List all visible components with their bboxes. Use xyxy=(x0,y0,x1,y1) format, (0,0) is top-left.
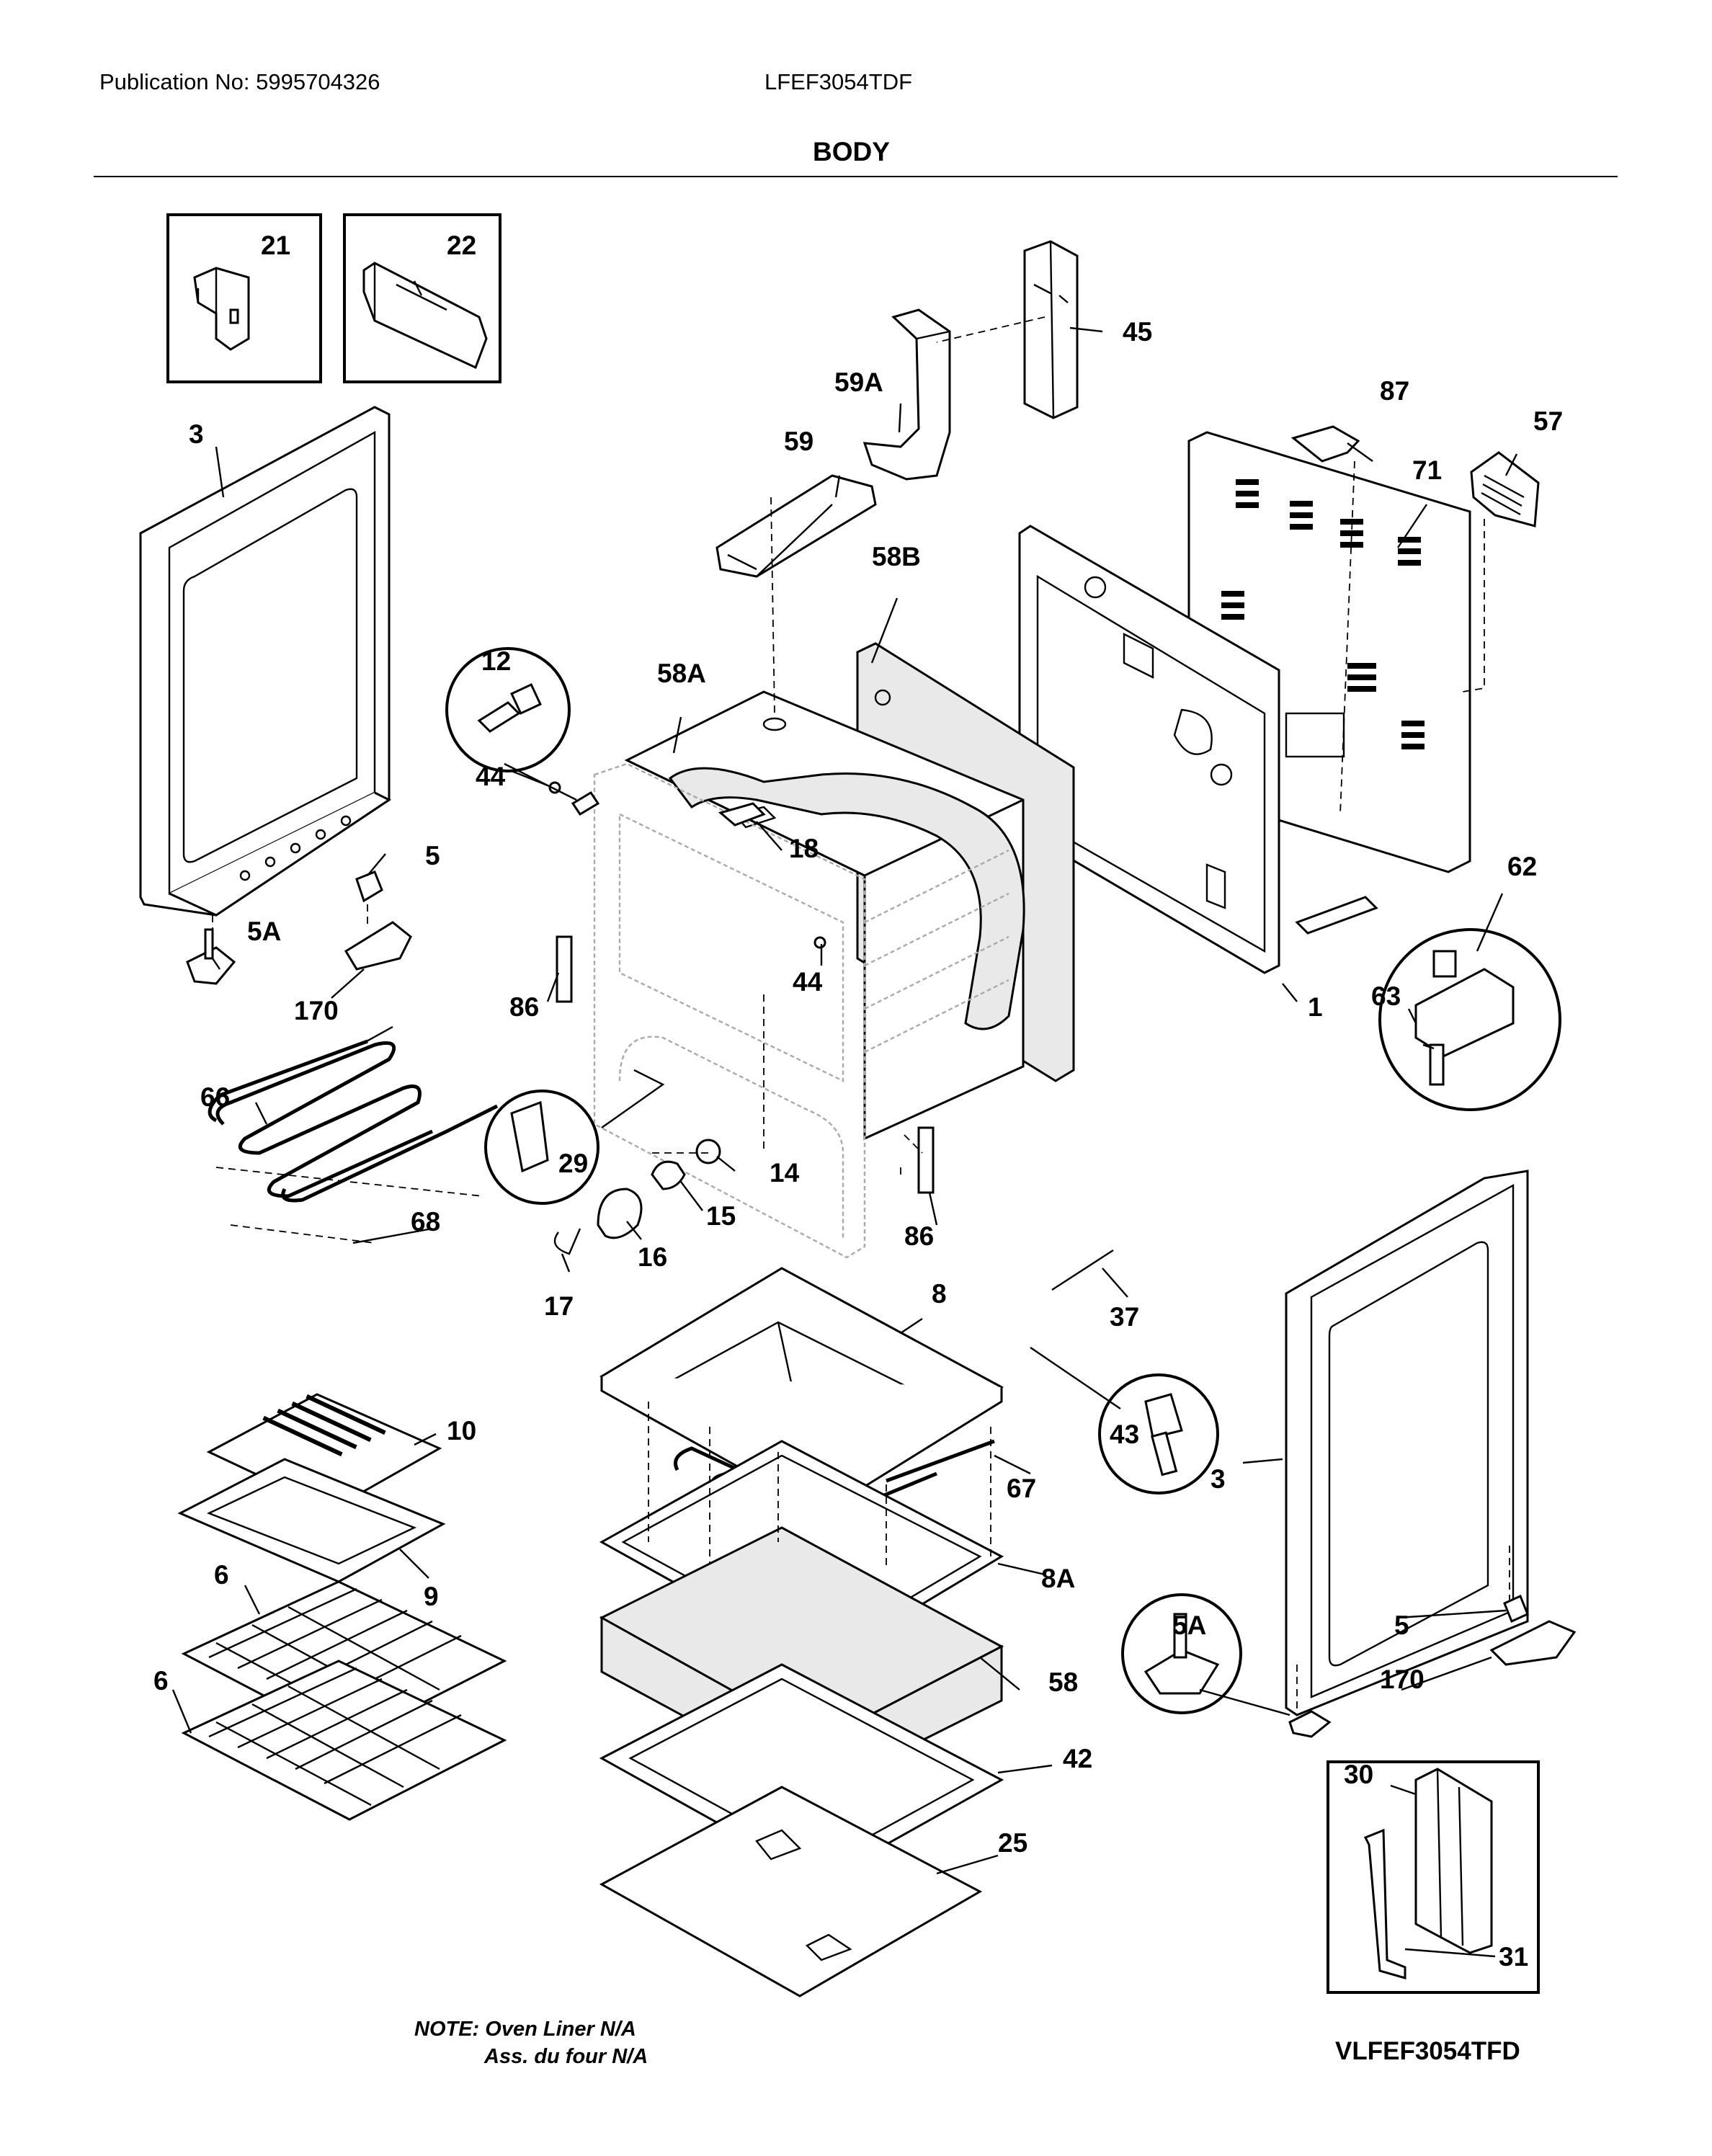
part-45-vent-duct[interactable] xyxy=(1023,240,1079,419)
label-63: 63 xyxy=(1371,981,1401,1011)
label-59A: 59A xyxy=(834,368,883,397)
label-15: 15 xyxy=(706,1201,736,1231)
label-3-left: 3 xyxy=(189,419,204,449)
label-59: 59 xyxy=(784,427,813,456)
part-37-wire[interactable] xyxy=(1051,1249,1114,1291)
part-62-terminal-block[interactable] xyxy=(1295,896,1378,935)
label-43: 43 xyxy=(1110,1420,1139,1449)
label-25: 25 xyxy=(998,1828,1027,1858)
part-9-broil-pan[interactable] xyxy=(177,1458,446,1583)
part-30-door-hinge-cover[interactable] xyxy=(1414,1768,1493,1954)
part-44-screw-lower[interactable] xyxy=(813,936,826,949)
label-14: 14 xyxy=(770,1158,800,1188)
part-25-drawer-bottom[interactable] xyxy=(599,1786,983,1997)
part-43-screw-inset[interactable] xyxy=(1098,1373,1219,1494)
label-87: 87 xyxy=(1380,376,1409,406)
part-14-lamp-socket[interactable] xyxy=(695,1139,721,1164)
leader-lines xyxy=(171,316,1518,1958)
part-12-door-switch[interactable] xyxy=(571,790,600,816)
publication-number: Publication No: 5995704326 xyxy=(99,69,380,94)
label-3-right: 3 xyxy=(1211,1464,1226,1494)
label-62: 62 xyxy=(1507,852,1537,881)
label-21: 21 xyxy=(261,231,290,260)
label-30: 30 xyxy=(1344,1760,1373,1789)
label-17: 17 xyxy=(544,1291,574,1321)
part-63-clip[interactable] xyxy=(1429,1043,1445,1086)
part-3-left-side-panel[interactable] xyxy=(139,406,391,917)
part-62-terminal-block-inset[interactable] xyxy=(1378,928,1561,1111)
label-6-lower: 6 xyxy=(153,1666,169,1696)
label-86-left: 86 xyxy=(509,992,539,1022)
label-86-right: 86 xyxy=(904,1221,934,1251)
part-170-anti-tip-right[interactable] xyxy=(1489,1620,1577,1666)
part-labels: 21 22 45 59A 87 57 3 59 71 58B 58A 12 44… xyxy=(153,231,1563,1972)
part-8-oven-bottom[interactable] xyxy=(599,1267,1004,1515)
label-37: 37 xyxy=(1110,1302,1139,1332)
label-68: 68 xyxy=(411,1207,440,1237)
part-59-insulation-strip[interactable] xyxy=(715,474,877,578)
label-10: 10 xyxy=(447,1416,476,1446)
part-18-sensor-bracket[interactable] xyxy=(718,802,766,827)
oven-front-frame xyxy=(593,762,1009,1259)
label-170-left: 170 xyxy=(294,996,339,1025)
label-31: 31 xyxy=(1499,1942,1528,1972)
part-17-lamp-retainer[interactable] xyxy=(553,1228,581,1255)
part-5-leveling-leg-left[interactable] xyxy=(355,870,383,903)
label-29: 29 xyxy=(558,1149,588,1178)
inset-part-22[interactable] xyxy=(343,213,501,383)
label-66: 66 xyxy=(200,1082,230,1112)
label-12: 12 xyxy=(481,646,511,676)
label-16: 16 xyxy=(638,1242,667,1272)
note-oven-liner: NOTE: Oven Liner N/A xyxy=(414,2018,636,2041)
part-66-bake-element[interactable] xyxy=(208,1025,499,1203)
label-8A: 8A xyxy=(1041,1564,1075,1593)
note-oven-liner-french: Ass. du four N/A xyxy=(484,2045,648,2068)
part-5-leveling-leg-right[interactable] xyxy=(1503,1594,1529,1623)
part-57-cover-plate[interactable] xyxy=(1470,451,1540,527)
label-5-right: 5 xyxy=(1394,1611,1409,1640)
section-title: BODY xyxy=(813,137,890,166)
part-12-door-switch-inset[interactable] xyxy=(445,647,571,772)
label-57: 57 xyxy=(1533,406,1563,436)
label-5A-right: 5A xyxy=(1172,1611,1206,1640)
part-10-broil-pan-insert[interactable] xyxy=(206,1393,442,1511)
drawing-code: VLFEF3054TFD xyxy=(1335,2037,1520,2065)
label-44-upper: 44 xyxy=(476,762,506,791)
label-44-lower: 44 xyxy=(793,967,823,997)
label-58A: 58A xyxy=(657,659,706,688)
label-67: 67 xyxy=(1007,1474,1036,1503)
part-59A-insulation-channel[interactable] xyxy=(862,308,951,481)
part-31-door-hinge-bracket[interactable] xyxy=(1363,1828,1406,1979)
label-58B: 58B xyxy=(872,542,921,571)
part-6-oven-rack-lower[interactable] xyxy=(181,1660,507,1821)
label-8: 8 xyxy=(932,1279,947,1309)
label-45: 45 xyxy=(1123,317,1152,347)
inset-part-21[interactable] xyxy=(166,213,322,383)
part-5A-leg-bracket-right[interactable] xyxy=(1288,1710,1332,1738)
label-1: 1 xyxy=(1308,992,1323,1022)
part-170-anti-tip-left[interactable] xyxy=(344,921,412,971)
part-86-hinge-receptacle-left[interactable] xyxy=(556,935,573,1003)
part-5A-leg-bracket-left[interactable] xyxy=(186,928,236,985)
label-9: 9 xyxy=(424,1582,439,1611)
part-58A-oven-cavity[interactable] xyxy=(624,690,1025,1141)
part-68-element-support[interactable] xyxy=(215,1167,483,1244)
part-15-lamp-bulb[interactable] xyxy=(651,1160,686,1190)
part-5A-leg-bracket-right-inset[interactable] xyxy=(1121,1593,1242,1714)
label-5A-left: 5A xyxy=(247,917,281,946)
label-22: 22 xyxy=(447,231,476,260)
part-86-hinge-receptacle-right[interactable] xyxy=(917,1126,935,1194)
header-rule xyxy=(94,176,1618,177)
label-5-left: 5 xyxy=(425,841,440,870)
label-42: 42 xyxy=(1063,1744,1092,1773)
label-170-right: 170 xyxy=(1380,1665,1425,1694)
part-29-lamp-receptacle-inset[interactable] xyxy=(484,1090,599,1205)
label-71: 71 xyxy=(1412,455,1442,485)
label-58: 58 xyxy=(1048,1667,1078,1697)
model-number: LFEF3054TDF xyxy=(764,69,913,94)
label-18: 18 xyxy=(789,834,819,863)
label-6-upper: 6 xyxy=(214,1560,229,1590)
part-3-right-side-panel[interactable] xyxy=(1285,1170,1529,1716)
